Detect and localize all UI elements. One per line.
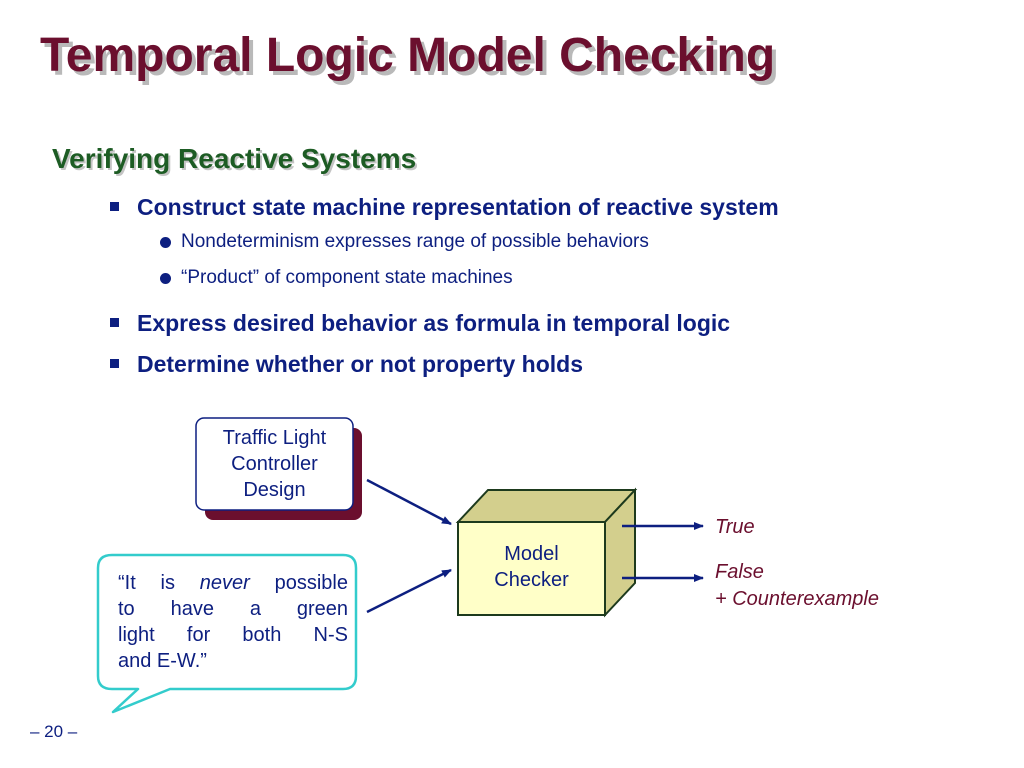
round-bullet-icon <box>160 237 171 248</box>
property-to-checker-arrow <box>366 568 452 614</box>
bullet-text: Construct state machine representation o… <box>137 194 779 220</box>
checker-box-label: Model Checker <box>458 541 605 593</box>
quote-line: and E-W.” <box>118 650 207 672</box>
bullet-item: Construct state machine representation o… <box>110 194 779 221</box>
square-bullet-icon <box>110 202 119 211</box>
false-label: False <box>715 561 764 583</box>
quote-callout <box>96 553 358 714</box>
round-bullet-icon <box>160 273 171 284</box>
sub-bullet-text: “Product” of component state machines <box>181 267 513 288</box>
sub-bullet-text: Nondeterminism expresses range of possib… <box>181 231 649 252</box>
checker-box-line: Checker <box>494 569 569 591</box>
section-heading: Verifying Reactive Systems <box>52 143 417 174</box>
design-box-label: Traffic Light Controller Design <box>196 425 353 503</box>
bullet-text: Express desired behavior as formula in t… <box>137 310 731 336</box>
design-box-line: Controller <box>231 453 318 475</box>
sub-bullet-item: Nondeterminism expresses range of possib… <box>160 231 649 253</box>
slide-title: Temporal Logic Model Checking <box>40 29 776 82</box>
square-bullet-icon <box>110 318 119 327</box>
quote-text: possible <box>274 572 348 594</box>
design-to-checker-arrow <box>366 478 452 526</box>
quote-line: “It is never possible <box>118 570 348 596</box>
square-bullet-icon <box>110 359 119 368</box>
sub-bullet-item: “Product” of component state machines <box>160 267 513 289</box>
design-box-line: Traffic Light <box>222 427 327 449</box>
counterexample-label: + Counterexample <box>715 588 879 610</box>
quote-emphasis: never <box>199 572 250 594</box>
checker-box-front <box>457 521 606 616</box>
bullet-item: Express desired behavior as formula in t… <box>110 310 731 337</box>
page-number: – 20 – <box>30 722 78 741</box>
quote-line: to have a green <box>118 598 348 620</box>
quote-text: “It is <box>118 572 175 594</box>
bullet-text: Determine whether or not property holds <box>137 351 583 377</box>
property-quote: “It is never possible to have a green li… <box>118 570 348 674</box>
quote-line: light for both N-S <box>118 624 348 646</box>
design-box <box>195 417 354 511</box>
true-label: True <box>715 516 755 538</box>
checker-box-line: Model <box>504 543 559 565</box>
design-box-line: Design <box>243 479 306 501</box>
bullet-item: Determine whether or not property holds <box>110 351 583 378</box>
